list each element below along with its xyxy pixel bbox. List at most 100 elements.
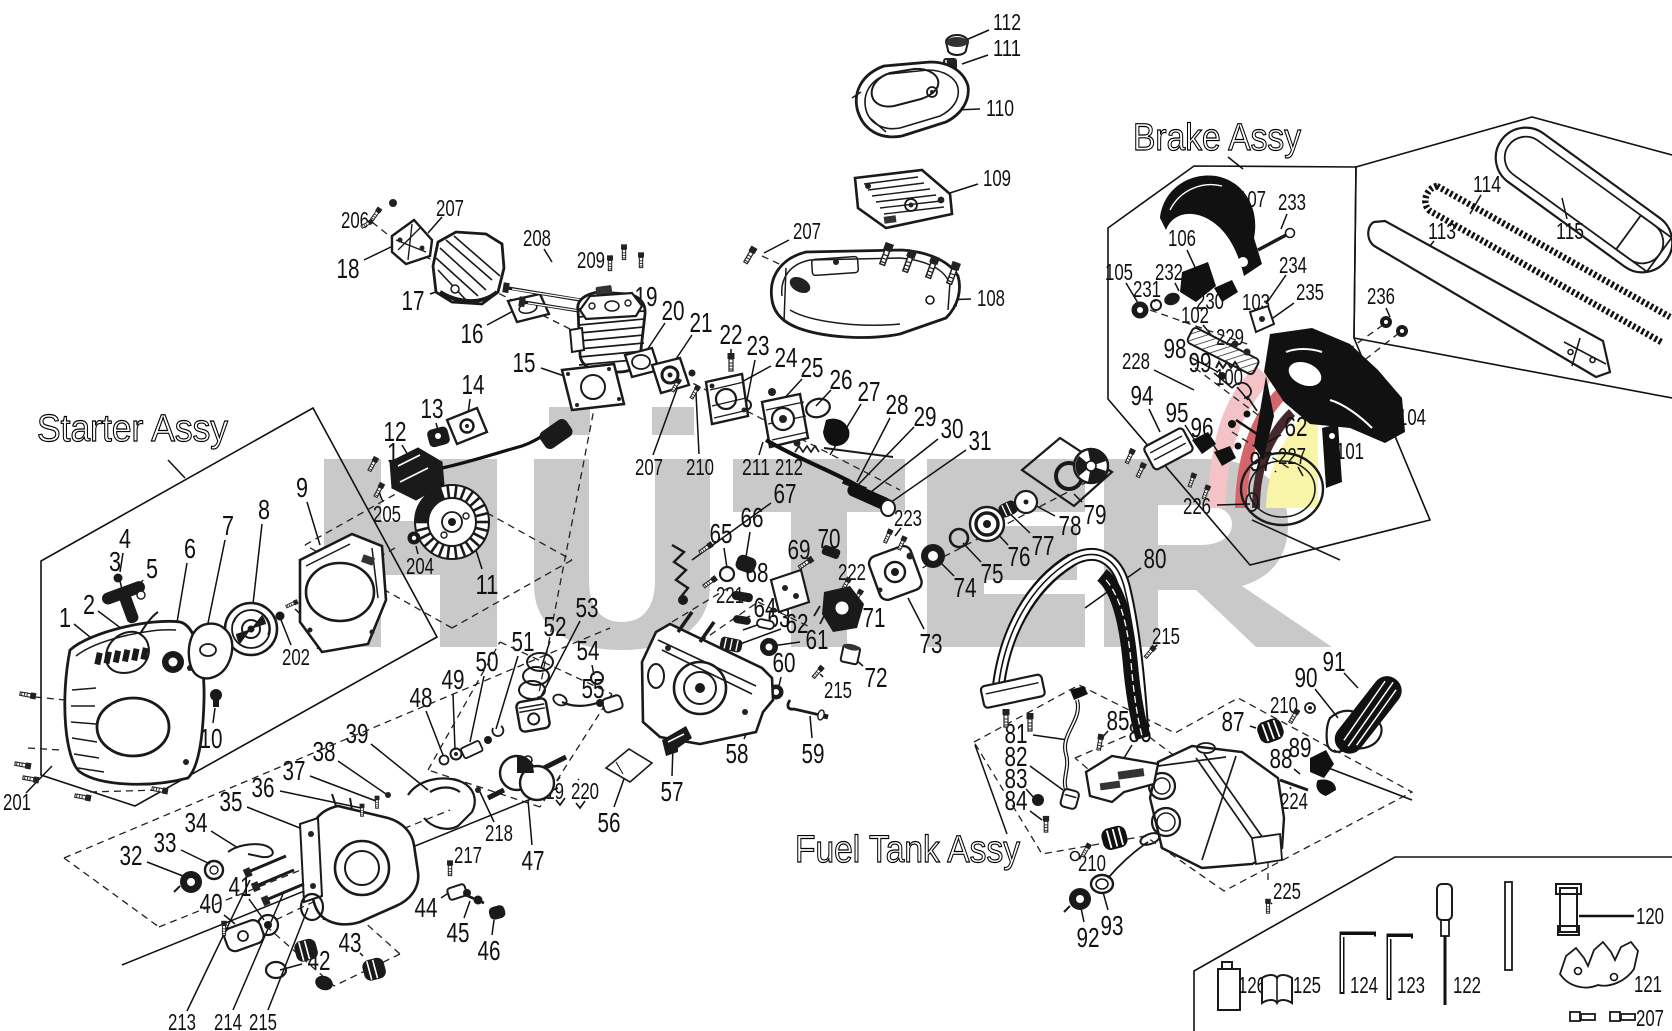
svg-text:65: 65	[710, 518, 733, 549]
svg-text:57: 57	[661, 776, 684, 807]
svg-text:69: 69	[788, 534, 811, 565]
svg-text:233: 233	[1278, 189, 1306, 215]
svg-text:49: 49	[442, 664, 465, 695]
svg-text:215: 215	[1152, 623, 1180, 649]
svg-text:90: 90	[1295, 662, 1318, 693]
svg-text:2: 2	[83, 589, 95, 620]
svg-text:10: 10	[200, 723, 223, 754]
svg-text:20: 20	[662, 295, 685, 326]
svg-text:28: 28	[886, 389, 909, 420]
svg-text:87: 87	[1222, 706, 1245, 737]
svg-text:11: 11	[476, 569, 499, 600]
svg-text:66: 66	[741, 502, 764, 533]
svg-text:13: 13	[421, 393, 444, 424]
svg-text:217: 217	[454, 842, 482, 868]
svg-text:92: 92	[1077, 922, 1100, 953]
svg-text:234: 234	[1279, 252, 1307, 278]
svg-text:78: 78	[1059, 510, 1082, 541]
svg-text:109: 109	[983, 165, 1011, 191]
svg-text:235: 235	[1296, 279, 1324, 305]
svg-text:232: 232	[1155, 259, 1183, 285]
svg-text:Starter Assy: Starter Assy	[37, 408, 228, 450]
svg-text:75: 75	[981, 558, 1004, 589]
svg-text:236: 236	[1367, 283, 1395, 309]
svg-text:67: 67	[774, 478, 797, 509]
svg-text:1: 1	[59, 602, 71, 633]
svg-text:58: 58	[726, 738, 749, 769]
svg-text:110: 110	[986, 95, 1014, 121]
svg-text:72: 72	[865, 662, 888, 693]
svg-text:59: 59	[802, 738, 825, 769]
svg-text:48: 48	[410, 682, 433, 713]
svg-text:213: 213	[168, 1009, 196, 1031]
svg-text:60: 60	[773, 647, 796, 678]
svg-text:202: 202	[282, 644, 310, 670]
svg-text:8: 8	[258, 494, 270, 525]
svg-text:106: 106	[1168, 225, 1196, 251]
svg-text:205: 205	[373, 501, 401, 527]
svg-text:120: 120	[1636, 903, 1664, 929]
svg-text:214: 214	[214, 1009, 242, 1031]
svg-text:215: 215	[249, 1009, 277, 1031]
svg-text:80: 80	[1144, 543, 1167, 574]
svg-text:39: 39	[346, 718, 369, 749]
svg-text:43: 43	[339, 927, 362, 958]
svg-text:209: 209	[577, 247, 605, 273]
svg-text:231: 231	[1133, 276, 1161, 302]
svg-text:123: 123	[1397, 972, 1425, 998]
svg-text:121: 121	[1634, 971, 1662, 997]
svg-text:56: 56	[598, 807, 621, 838]
svg-text:45: 45	[447, 917, 470, 948]
svg-text:33: 33	[154, 827, 177, 858]
svg-text:223: 223	[894, 505, 922, 531]
svg-text:51: 51	[512, 626, 535, 657]
svg-text:40: 40	[200, 888, 223, 919]
svg-text:32: 32	[120, 840, 143, 871]
svg-text:16: 16	[461, 318, 484, 349]
svg-text:37: 37	[283, 755, 306, 786]
svg-text:31: 31	[969, 425, 992, 456]
svg-text:44: 44	[415, 892, 438, 923]
svg-text:99: 99	[1189, 347, 1212, 378]
svg-text:204: 204	[406, 553, 434, 579]
svg-text:62: 62	[786, 608, 809, 639]
svg-text:224: 224	[1280, 788, 1308, 814]
svg-text:7: 7	[222, 510, 234, 541]
svg-text:12: 12	[384, 416, 407, 447]
svg-text:46: 46	[478, 935, 501, 966]
svg-text:26: 26	[830, 364, 853, 395]
svg-text:4: 4	[119, 523, 131, 554]
svg-text:64: 64	[754, 592, 777, 623]
svg-text:105: 105	[1105, 259, 1133, 285]
svg-text:210: 210	[686, 454, 714, 480]
svg-text:54: 54	[577, 635, 600, 666]
svg-text:98: 98	[1164, 333, 1187, 364]
svg-text:35: 35	[220, 786, 243, 817]
svg-text:95: 95	[1166, 397, 1189, 428]
svg-text:207: 207	[1636, 1005, 1664, 1031]
svg-text:82: 82	[1005, 741, 1028, 772]
svg-text:79: 79	[1084, 499, 1107, 530]
svg-text:211: 211	[742, 454, 770, 480]
svg-text:34: 34	[185, 807, 208, 838]
svg-text:30: 30	[941, 413, 964, 444]
svg-text:93: 93	[1101, 910, 1124, 941]
svg-text:14: 14	[462, 369, 485, 400]
svg-text:114: 114	[1473, 171, 1501, 197]
svg-text:23: 23	[747, 330, 770, 361]
svg-text:222: 222	[838, 559, 866, 585]
svg-text:71: 71	[863, 602, 886, 633]
svg-text:125: 125	[1293, 972, 1321, 998]
svg-text:5: 5	[146, 553, 158, 584]
svg-text:41: 41	[229, 871, 252, 902]
svg-text:94: 94	[1131, 380, 1154, 411]
svg-text:24: 24	[775, 342, 798, 373]
svg-text:74: 74	[954, 572, 977, 603]
svg-text:Brake Assy: Brake Assy	[1133, 117, 1301, 159]
svg-text:15: 15	[513, 347, 536, 378]
svg-text:62: 62	[1285, 411, 1308, 442]
svg-text:38: 38	[313, 736, 336, 767]
svg-text:84: 84	[1005, 785, 1028, 816]
svg-text:101: 101	[1336, 438, 1364, 464]
svg-text:27: 27	[858, 376, 881, 407]
